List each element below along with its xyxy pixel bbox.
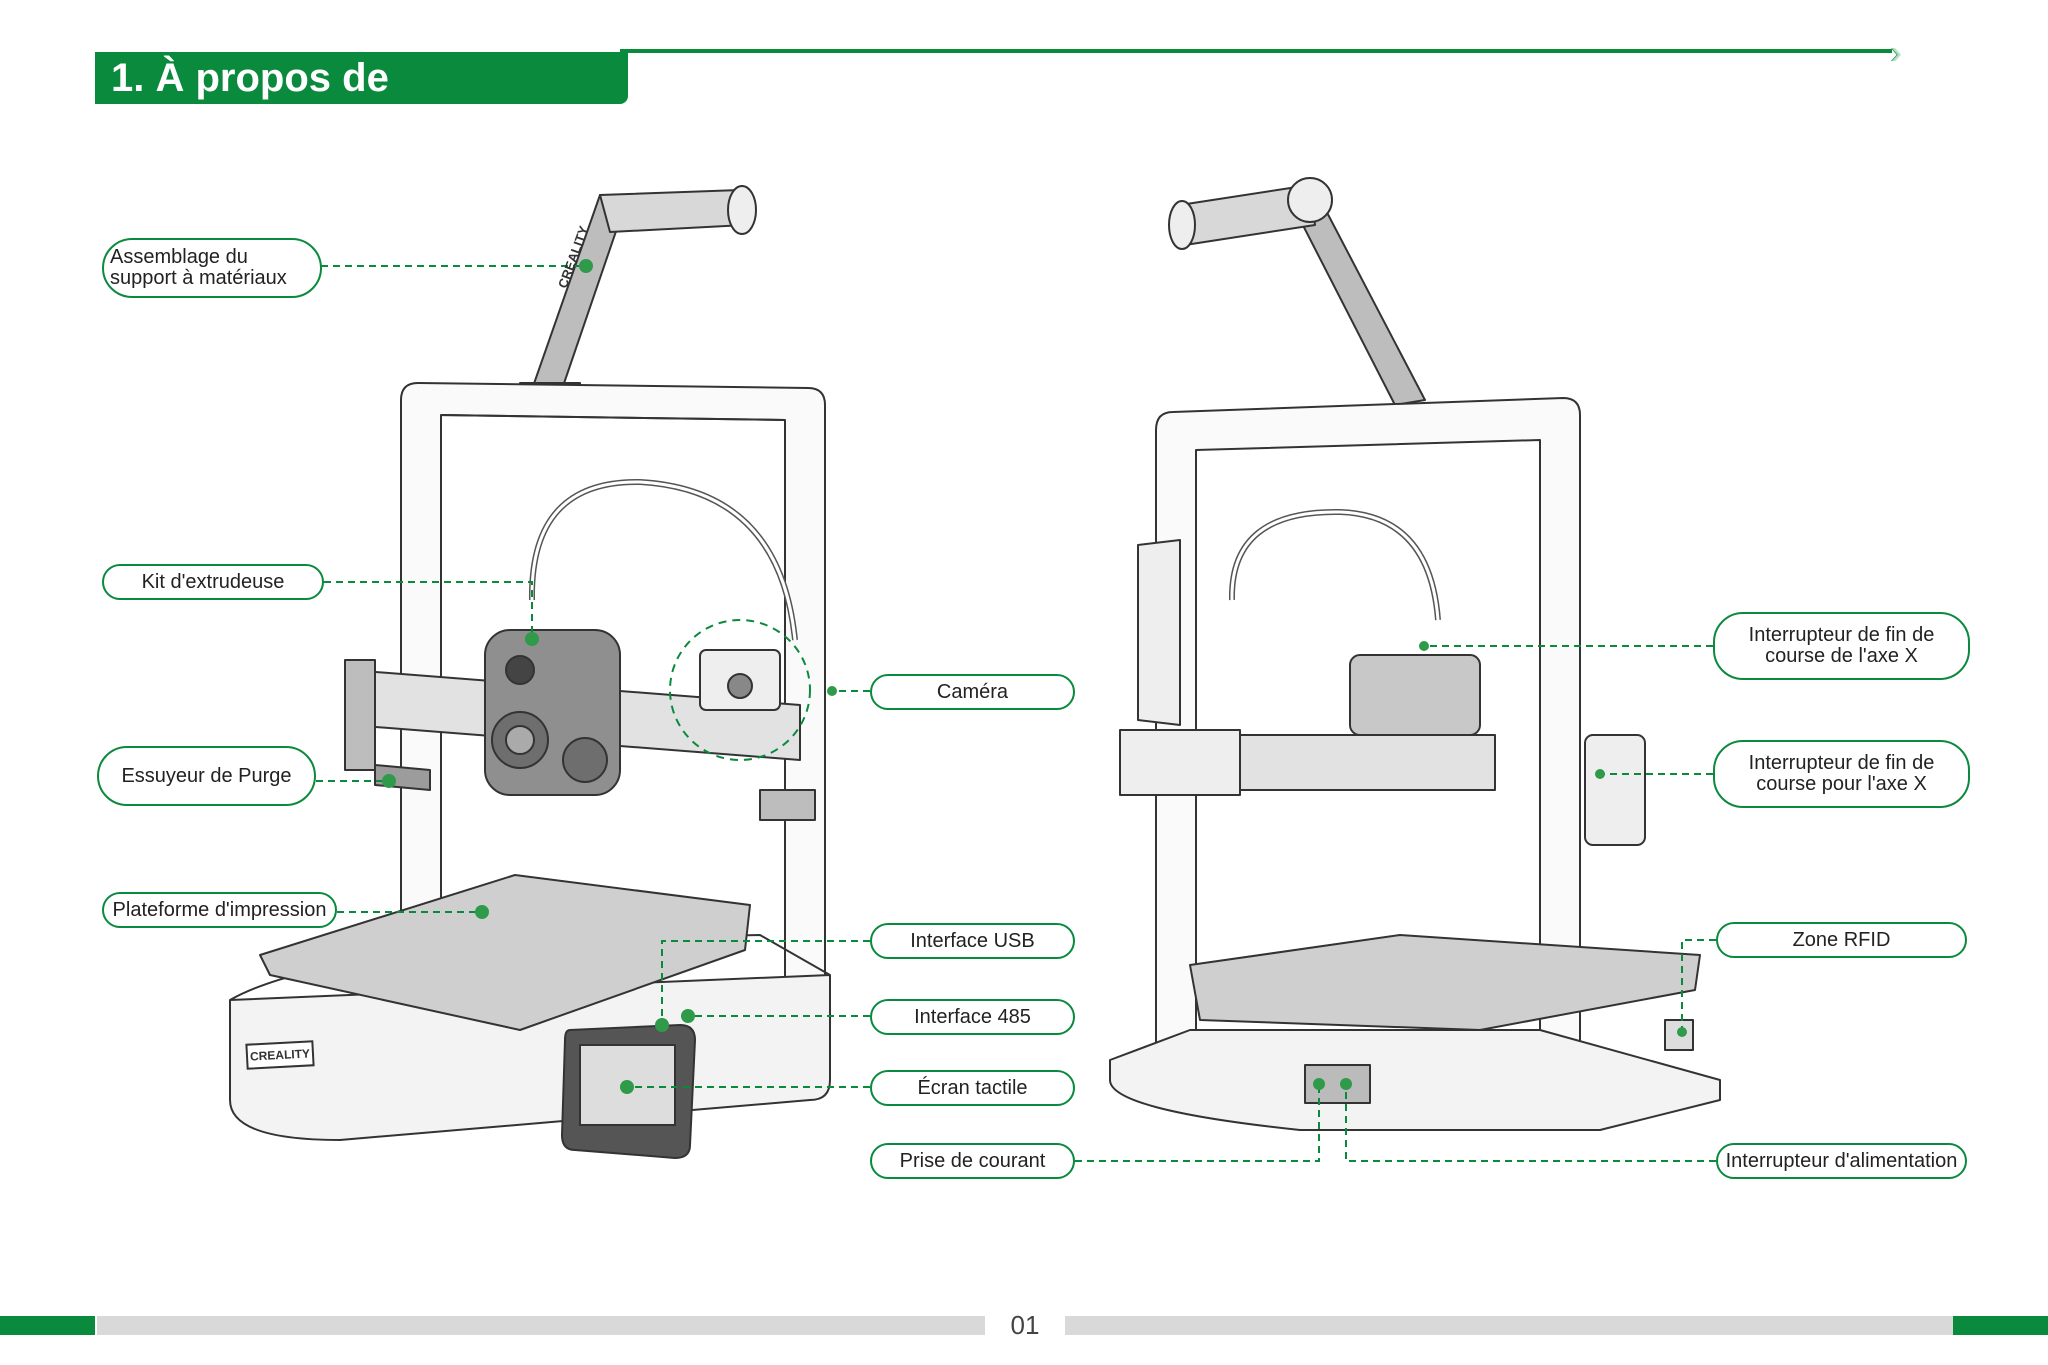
- label-print-platform: Plateforme d'impression: [102, 892, 337, 928]
- footer-bar-right: [1065, 1316, 1953, 1335]
- right-printer-rear-view: [1109, 177, 1721, 1131]
- label-usb-interface: Interface USB: [870, 923, 1075, 959]
- footer-bar-left: [97, 1316, 985, 1335]
- label-camera: Caméra: [870, 674, 1075, 710]
- section-title: 1. À propos de l'imprimante: [95, 52, 628, 152]
- label-purge-wiper: Essuyeur de Purge: [97, 746, 316, 806]
- footer-accent-right: [1953, 1316, 2048, 1335]
- label-x-endstop-2: Interrupteur de fin de course pour l'axe…: [1713, 740, 1970, 808]
- brand-badge-base: CREALITY: [245, 1040, 315, 1070]
- label-extruder-kit: Kit d'extrudeuse: [102, 564, 324, 600]
- label-485-interface: Interface 485: [870, 999, 1075, 1035]
- label-power-socket: Prise de courant: [870, 1143, 1075, 1179]
- page-number: 01: [1010, 1310, 1040, 1340]
- label-material-rack: Assemblage du support à matériaux: [102, 238, 322, 298]
- label-rfid-zone: Zone RFID: [1716, 922, 1967, 958]
- footer-accent-left: [0, 1316, 95, 1335]
- callout-dots: [382, 259, 1687, 1094]
- label-x-endstop-1: Interrupteur de fin de course de l'axe X: [1713, 612, 1970, 680]
- label-touch-screen: Écran tactile: [870, 1070, 1075, 1106]
- header-rule: [620, 49, 1892, 53]
- left-printer-front-view: [229, 185, 831, 1159]
- label-power-switch: Interrupteur d'alimentation: [1716, 1143, 1967, 1179]
